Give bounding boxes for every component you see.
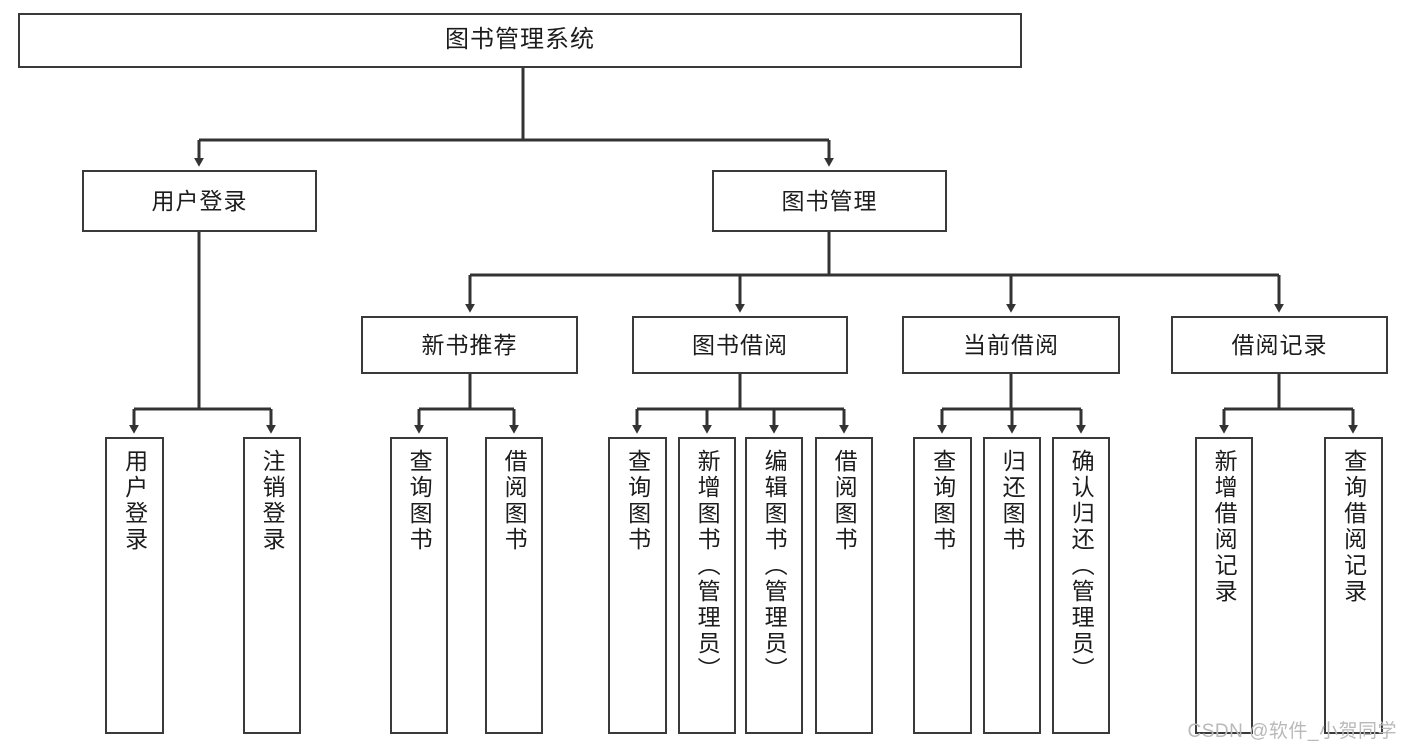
- node-label: 图书管理: [781, 187, 878, 214]
- node-label: 新增借阅记录: [1211, 449, 1238, 605]
- node-new-book-recommend[interactable]: 新书推荐: [361, 316, 578, 374]
- node-label: 借阅记录: [1231, 331, 1328, 358]
- node-label: 借阅图书: [831, 449, 858, 553]
- node-leaf-user-login[interactable]: 用户登录: [105, 437, 164, 734]
- node-book-borrow[interactable]: 图书借阅: [632, 316, 848, 374]
- node-leaf-return-book[interactable]: 归还图书: [983, 437, 1041, 734]
- node-label: 查询图书: [624, 449, 651, 553]
- node-user-login[interactable]: 用户登录: [82, 170, 317, 232]
- node-leaf-borrow-book[interactable]: 借阅图书: [815, 437, 873, 734]
- watermark-text: CSDN @软件_小贺同学: [1187, 721, 1397, 742]
- node-leaf-query-borrow-record[interactable]: 查询借阅记录: [1324, 437, 1383, 734]
- node-label: 用户登录: [151, 187, 248, 214]
- node-label: 图书管理系统: [445, 26, 595, 54]
- node-leaf-borrow-book-new[interactable]: 借阅图书: [485, 437, 543, 734]
- node-label: 用户登录: [121, 449, 148, 553]
- node-leaf-logout[interactable]: 注销登录: [243, 437, 301, 734]
- node-label: 编辑图书（管理员）: [761, 449, 788, 683]
- node-label: 查询图书: [929, 449, 956, 553]
- node-leaf-query-book-current[interactable]: 查询图书: [913, 437, 972, 734]
- node-label: 归还图书: [999, 449, 1026, 553]
- node-label: 注销登录: [259, 449, 286, 553]
- node-leaf-add-book-admin[interactable]: 新增图书（管理员）: [678, 437, 736, 734]
- node-label: 查询图书: [406, 449, 433, 553]
- node-label: 查询借阅记录: [1340, 449, 1367, 605]
- node-label: 新书推荐: [421, 331, 518, 358]
- node-label: 当前借阅: [963, 331, 1059, 358]
- node-borrow-record[interactable]: 借阅记录: [1171, 316, 1388, 374]
- node-leaf-add-borrow-record[interactable]: 新增借阅记录: [1195, 437, 1253, 734]
- node-label: 新增图书（管理员）: [694, 449, 721, 683]
- node-label: 借阅图书: [501, 449, 528, 553]
- node-current-borrow[interactable]: 当前借阅: [902, 316, 1120, 374]
- node-leaf-confirm-return-admin[interactable]: 确认归还（管理员）: [1052, 437, 1110, 734]
- node-root-system[interactable]: 图书管理系统: [18, 13, 1022, 68]
- node-label: 确认归还（管理员）: [1068, 449, 1095, 683]
- node-leaf-query-book-new[interactable]: 查询图书: [390, 437, 448, 734]
- node-book-manage[interactable]: 图书管理: [712, 170, 947, 232]
- node-leaf-edit-book-admin[interactable]: 编辑图书（管理员）: [745, 437, 803, 734]
- node-label: 图书借阅: [692, 331, 788, 358]
- node-leaf-query-book-borrow[interactable]: 查询图书: [608, 437, 667, 734]
